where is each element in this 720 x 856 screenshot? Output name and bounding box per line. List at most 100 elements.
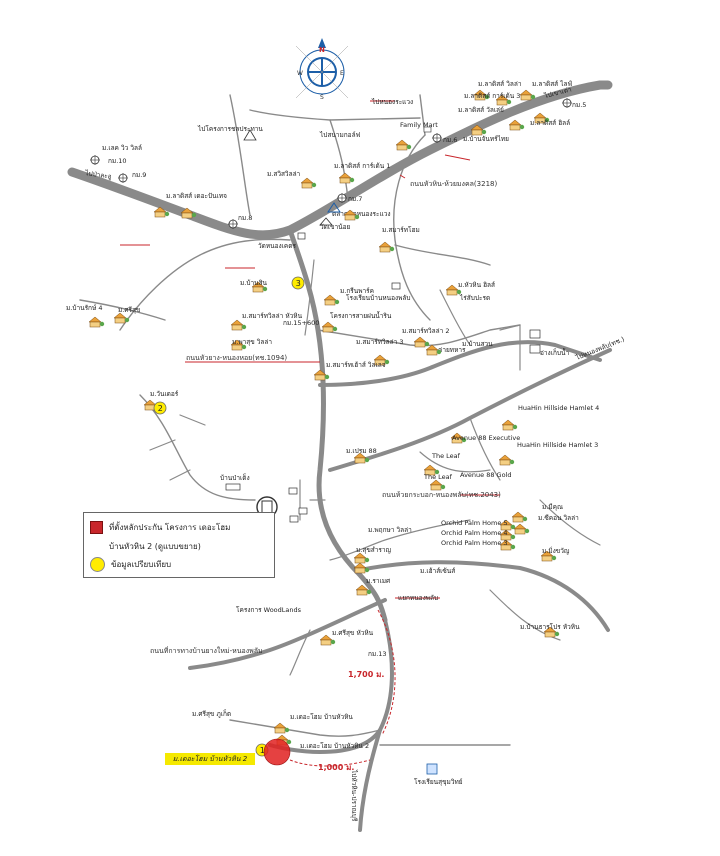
road-1094 — [318, 340, 602, 387]
km-10-label: กม.10 — [108, 157, 127, 165]
legend-yellow-text: ข้อมูลเปรียบเทียบ — [111, 560, 172, 569]
proj-smart-home: ม.สมาร์ทโฮม — [382, 226, 420, 234]
project-house-icon — [450, 432, 467, 444]
proj-sri-suk: ม.ศรีสุข หัวหิน — [332, 629, 374, 637]
project-house-icon — [338, 172, 355, 184]
pond-label: ไปโครงการชลประทาน — [197, 125, 263, 133]
project-house-icon — [230, 319, 247, 331]
proj-the-lea: The Leaf — [423, 473, 453, 481]
compass-n: N — [319, 46, 325, 54]
compass-e: E — [340, 70, 344, 77]
comparable-marker-2: 2 — [153, 401, 167, 415]
project-house-icon — [543, 626, 560, 638]
nong-phlap-junction-label: แยกหนองพลับ — [398, 594, 438, 602]
golf-label: ไปสนามกอล์ฟ — [319, 131, 361, 139]
project-house-icon — [319, 634, 336, 646]
main-highway-label: ถนนหัวหิน-ห้วยมงคล(3218) — [410, 180, 497, 188]
project-house-icon — [540, 550, 557, 562]
pranburi-label: ไปหัวหิน-ปราณบุรี — [350, 769, 358, 822]
main-highway — [67, 80, 613, 240]
proj-main-near: ม.เดอะโฮม บ้านหัวหิน — [290, 713, 353, 721]
proj-sai-fon: โครงการสายฝนน้ำริน — [330, 311, 392, 320]
temple-khao-noi-label: วัดเขาน้อย — [320, 223, 351, 231]
project-house-icon — [511, 511, 528, 523]
project-house-icon — [470, 124, 487, 136]
project-house-icon — [378, 241, 395, 253]
project-house-icon — [533, 112, 550, 124]
ban-jaeng-label: บ้านป่าเต็ง — [220, 473, 250, 482]
legend-red-line2: บ้านหัวหิน 2 (ดูแบบขยาย) — [109, 542, 201, 551]
proj-seacon: ม.ซีคอน วิลล่า — [538, 514, 579, 522]
project-house-icon — [353, 452, 370, 464]
proj-ban-rak: ม.บ้านรักษ์ 4 — [66, 304, 102, 312]
project-house-icon — [313, 369, 330, 381]
power-label: ไปหนองระแวง — [371, 98, 413, 106]
west-new-road — [188, 598, 387, 670]
project-house-icon — [519, 89, 536, 101]
project-house-icon — [113, 312, 130, 324]
proj-baan-thanpro: ม.บ้านธารโปร หัวหิน — [520, 623, 580, 631]
project-house-icon — [343, 209, 360, 221]
proj-green-park: ม.กรีนพาร์ค — [340, 287, 374, 295]
proj-ra-mes: ม.ราเมศ — [366, 577, 391, 585]
project-house-icon — [321, 321, 338, 333]
proj-avenue-gold: Avenue 88 Gold — [460, 471, 512, 479]
new-road-label: ถนนที่การทางบ้านยางใหม่-หนองพลับ — [150, 646, 262, 655]
km-6-label: กม.6 — [443, 136, 457, 144]
proj-main: ม.เดอะโฮม บ้านหัวหิน 2 — [300, 742, 369, 750]
market-label: ตลาดนัดหนองระแวง — [332, 210, 391, 218]
project-house-icon — [429, 479, 446, 491]
km-5-label: กม.5 — [572, 101, 586, 109]
school-2-icon — [426, 763, 438, 775]
proj-prem: ม.เปรม 88 — [346, 447, 377, 455]
project-house-icon — [273, 722, 290, 734]
roads — [67, 80, 613, 832]
proj-leng-kok: ม.ลาดิสส์ เดอะปันเทจ — [166, 192, 227, 200]
temple-nong-khet-label: วัดหนองเคตร — [258, 242, 296, 250]
km-7-label: กม.7 — [348, 195, 362, 203]
project-house-icon — [180, 207, 197, 219]
project-house-icon — [499, 539, 516, 551]
project-house-icon — [423, 464, 440, 476]
svg-text:1: 1 — [260, 746, 265, 755]
project-house-icon — [373, 354, 390, 366]
proj-ladisa-1: ม.ลาดิสส์ การ์เด้น 1 — [334, 162, 390, 170]
proj-srisuk-phuket: ม.ศรีสุข ภูเก็ต — [192, 709, 231, 718]
proj-woodlands: โครงการ WoodLands — [236, 606, 302, 614]
south-road — [268, 618, 394, 754]
proj-avenue-exec: Avenue 88 Executive — [452, 434, 520, 442]
project-labels: ม.เลค วิว วิลล์ ม.ลาดิสส์ เดอะปันเทจ ม.ล… — [66, 80, 599, 750]
km-8-label: กม.8 — [238, 214, 252, 222]
landmarks: Family Mart ไปสนามกอล์ฟ ไปโครงการชลประทา… — [197, 98, 569, 786]
pa-la-u-label: ไปป่าละอู — [84, 169, 112, 181]
proj-swiss: ม.สวิสวิลล่า — [267, 170, 301, 178]
label-arrows — [120, 100, 500, 599]
proj-pasuk: ม.พาสุข วิลล่า — [232, 338, 272, 346]
proj-ladisa-villa: ม.ลาดิสส์ วิลล่า — [478, 80, 522, 88]
project-house-icon — [425, 344, 442, 356]
project-house-icon — [88, 316, 105, 328]
subject-property-marker — [263, 738, 291, 766]
project-house-icon — [498, 454, 515, 466]
pranburi-road — [358, 728, 382, 832]
svg-text:2: 2 — [158, 404, 163, 413]
project-house-icon — [499, 519, 516, 531]
military-label: ค่ายทหาร — [438, 346, 466, 354]
proj-meekhun: ม.มีคุณ — [542, 503, 563, 511]
project-house-icon — [355, 584, 372, 596]
distance-1000: 1,000 ม. — [318, 763, 354, 772]
project-house-icon — [473, 89, 490, 101]
distance-lines — [289, 609, 396, 767]
compass-s: S — [320, 94, 324, 101]
east-road — [358, 560, 610, 632]
proj-srisuk: ม.ศรีสุข — [118, 306, 140, 314]
comparable-marker-3: 3 — [291, 276, 305, 290]
project-house-icon — [508, 119, 525, 131]
legend-red-line1: ที่ตั้งหลักประกัน โครงการ เดอะโฮม — [109, 523, 231, 532]
farm-label: ไร่สับปะรด — [459, 294, 490, 302]
school-2-label: โรงเรียนสุขุมวิทย์ — [414, 778, 463, 786]
project-house-icon — [230, 339, 247, 351]
road-2043-label: ถนนห้วยกระบอก-หนองพลับ(ทช.2043) — [382, 491, 501, 499]
proj-orchid-4: Orchid Palm Home 4 — [441, 529, 508, 537]
